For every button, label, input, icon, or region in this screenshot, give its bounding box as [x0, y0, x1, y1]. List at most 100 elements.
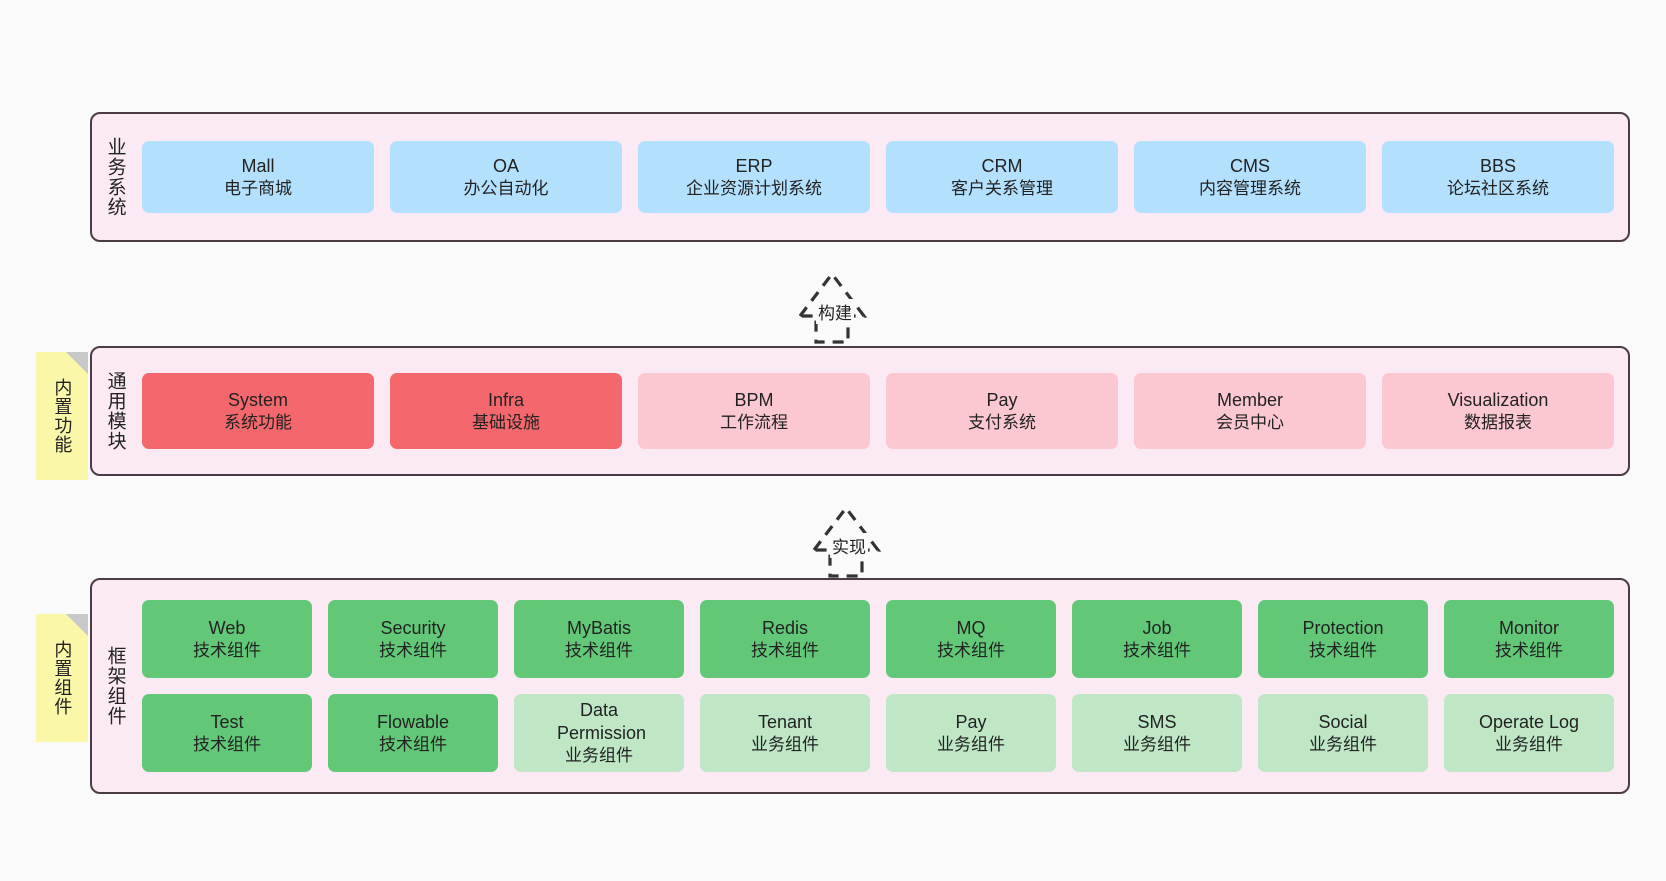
layer-business-systems: 业务系统 Mall 电子商城 OA 办公自动化 ERP 企业资源计划系统 CRM…: [90, 112, 1630, 242]
card-mq[interactable]: MQ 技术组件: [886, 600, 1056, 678]
card-visualization[interactable]: Visualization 数据报表: [1382, 373, 1614, 449]
card-title: Social: [1318, 711, 1368, 732]
card-subtitle: 客户关系管理: [951, 178, 1053, 198]
card-title: OA: [492, 155, 519, 176]
card-monitor[interactable]: Monitor 技术组件: [1444, 600, 1614, 678]
card-title: BPM: [734, 389, 774, 410]
card-title: Visualization: [1447, 389, 1549, 410]
card-data-permission[interactable]: Data Permission 业务组件: [514, 694, 684, 772]
card-title: Infra: [487, 389, 525, 410]
card-row: Test 技术组件 Flowable 技术组件 Data Permission …: [142, 694, 1614, 772]
card-title: Protection: [1302, 617, 1384, 638]
card-job[interactable]: Job 技术组件: [1072, 600, 1242, 678]
card-subtitle: 业务组件: [1495, 734, 1563, 754]
card-subtitle: 数据报表: [1464, 412, 1532, 432]
card-title: Operate Log: [1478, 711, 1580, 732]
card-flowable[interactable]: Flowable 技术组件: [328, 694, 498, 772]
card-subtitle: 工作流程: [720, 412, 788, 432]
card-infra[interactable]: Infra 基础设施: [390, 373, 622, 449]
card-security[interactable]: Security 技术组件: [328, 600, 498, 678]
card-test[interactable]: Test 技术组件: [142, 694, 312, 772]
card-subtitle: 内容管理系统: [1199, 178, 1301, 198]
card-subtitle: 技术组件: [565, 640, 633, 660]
card-mybatis[interactable]: MyBatis 技术组件: [514, 600, 684, 678]
card-pay-component[interactable]: Pay 业务组件: [886, 694, 1056, 772]
card-subtitle: 业务组件: [1123, 734, 1191, 754]
card-title: Flowable: [376, 711, 450, 732]
note-label: 内置功能: [52, 378, 73, 454]
card-subtitle: 技术组件: [379, 734, 447, 754]
card-title: Monitor: [1498, 617, 1560, 638]
card-subtitle: 系统功能: [224, 412, 292, 432]
layer-common-modules: 通用模块 System 系统功能 Infra 基础设施 BPM 工作流程 Pay…: [90, 346, 1630, 476]
note-builtin-features: 内置功能: [36, 352, 88, 480]
card-title: Security: [380, 617, 446, 638]
card-title: Tenant: [757, 711, 813, 732]
card-system[interactable]: System 系统功能: [142, 373, 374, 449]
layer-body-framework-components: Web 技术组件 Security 技术组件 MyBatis 技术组件 Redi…: [138, 580, 1628, 792]
card-title: Data Permission: [557, 700, 647, 744]
card-title: BBS: [1479, 155, 1517, 176]
card-subtitle: 业务组件: [1309, 734, 1377, 754]
card-title: Pay: [986, 389, 1018, 410]
card-mall[interactable]: Mall 电子商城: [142, 141, 374, 213]
card-title: Member: [1216, 389, 1283, 410]
card-pay[interactable]: Pay 支付系统: [886, 373, 1118, 449]
card-bpm[interactable]: BPM 工作流程: [638, 373, 870, 449]
connector-build-label: 构建: [816, 299, 855, 324]
card-subtitle: 论坛社区系统: [1447, 178, 1549, 198]
card-subtitle: 基础设施: [472, 412, 540, 432]
card-title: CMS: [1230, 155, 1270, 176]
card-bbs[interactable]: BBS 论坛社区系统: [1382, 141, 1614, 213]
card-oa[interactable]: OA 办公自动化: [390, 141, 622, 213]
card-title: ERP: [735, 155, 773, 176]
card-row: Mall 电子商城 OA 办公自动化 ERP 企业资源计划系统 CRM 客户关系…: [142, 141, 1614, 213]
card-title: Job: [1142, 617, 1172, 638]
card-operate-log[interactable]: Operate Log 业务组件: [1444, 694, 1614, 772]
card-protection[interactable]: Protection 技术组件: [1258, 600, 1428, 678]
card-subtitle: 技术组件: [1309, 640, 1377, 660]
layer-body-business-systems: Mall 电子商城 OA 办公自动化 ERP 企业资源计划系统 CRM 客户关系…: [138, 114, 1628, 240]
card-social[interactable]: Social 业务组件: [1258, 694, 1428, 772]
note-label: 内置组件: [52, 640, 73, 716]
layer-title-common-modules: 通用模块: [104, 371, 126, 451]
card-title: Redis: [761, 617, 809, 638]
card-title: Pay: [955, 711, 987, 732]
card-title: Web: [208, 617, 246, 638]
card-member[interactable]: Member 会员中心: [1134, 373, 1366, 449]
card-subtitle: 业务组件: [751, 734, 819, 754]
card-subtitle: 会员中心: [1216, 412, 1284, 432]
note-builtin-components: 内置组件: [36, 614, 88, 742]
card-sms[interactable]: SMS 业务组件: [1072, 694, 1242, 772]
card-erp[interactable]: ERP 企业资源计划系统: [638, 141, 870, 213]
layer-title-framework-components: 框架组件: [104, 646, 126, 726]
card-subtitle: 业务组件: [937, 734, 1005, 754]
card-subtitle: 支付系统: [968, 412, 1036, 432]
card-cms[interactable]: CMS 内容管理系统: [1134, 141, 1366, 213]
card-subtitle: 技术组件: [193, 734, 261, 754]
card-subtitle: 办公自动化: [463, 178, 549, 198]
card-subtitle: 技术组件: [1495, 640, 1563, 660]
card-web[interactable]: Web 技术组件: [142, 600, 312, 678]
card-subtitle: 业务组件: [565, 746, 633, 766]
card-redis[interactable]: Redis 技术组件: [700, 600, 870, 678]
layer-framework-components: 框架组件 Web 技术组件 Security 技术组件 MyBatis 技术组件…: [90, 578, 1630, 794]
card-title: Mall: [241, 155, 275, 176]
card-title: CRM: [981, 155, 1023, 176]
card-subtitle: 技术组件: [751, 640, 819, 660]
connector-build: 构建: [752, 258, 912, 346]
card-title: MyBatis: [566, 617, 631, 638]
card-title: MQ: [956, 617, 986, 638]
layer-body-common-modules: System 系统功能 Infra 基础设施 BPM 工作流程 Pay 支付系统…: [138, 348, 1628, 474]
card-subtitle: 技术组件: [193, 640, 261, 660]
card-subtitle: 电子商城: [224, 178, 292, 198]
card-title: System: [227, 389, 288, 410]
card-subtitle: 技术组件: [937, 640, 1005, 660]
card-row: Web 技术组件 Security 技术组件 MyBatis 技术组件 Redi…: [142, 600, 1614, 678]
layer-title-business-systems: 业务系统: [104, 137, 126, 217]
card-subtitle: 技术组件: [1123, 640, 1191, 660]
card-crm[interactable]: CRM 客户关系管理: [886, 141, 1118, 213]
card-tenant[interactable]: Tenant 业务组件: [700, 694, 870, 772]
card-title: SMS: [1137, 711, 1177, 732]
connector-implement: 实现: [766, 492, 926, 580]
